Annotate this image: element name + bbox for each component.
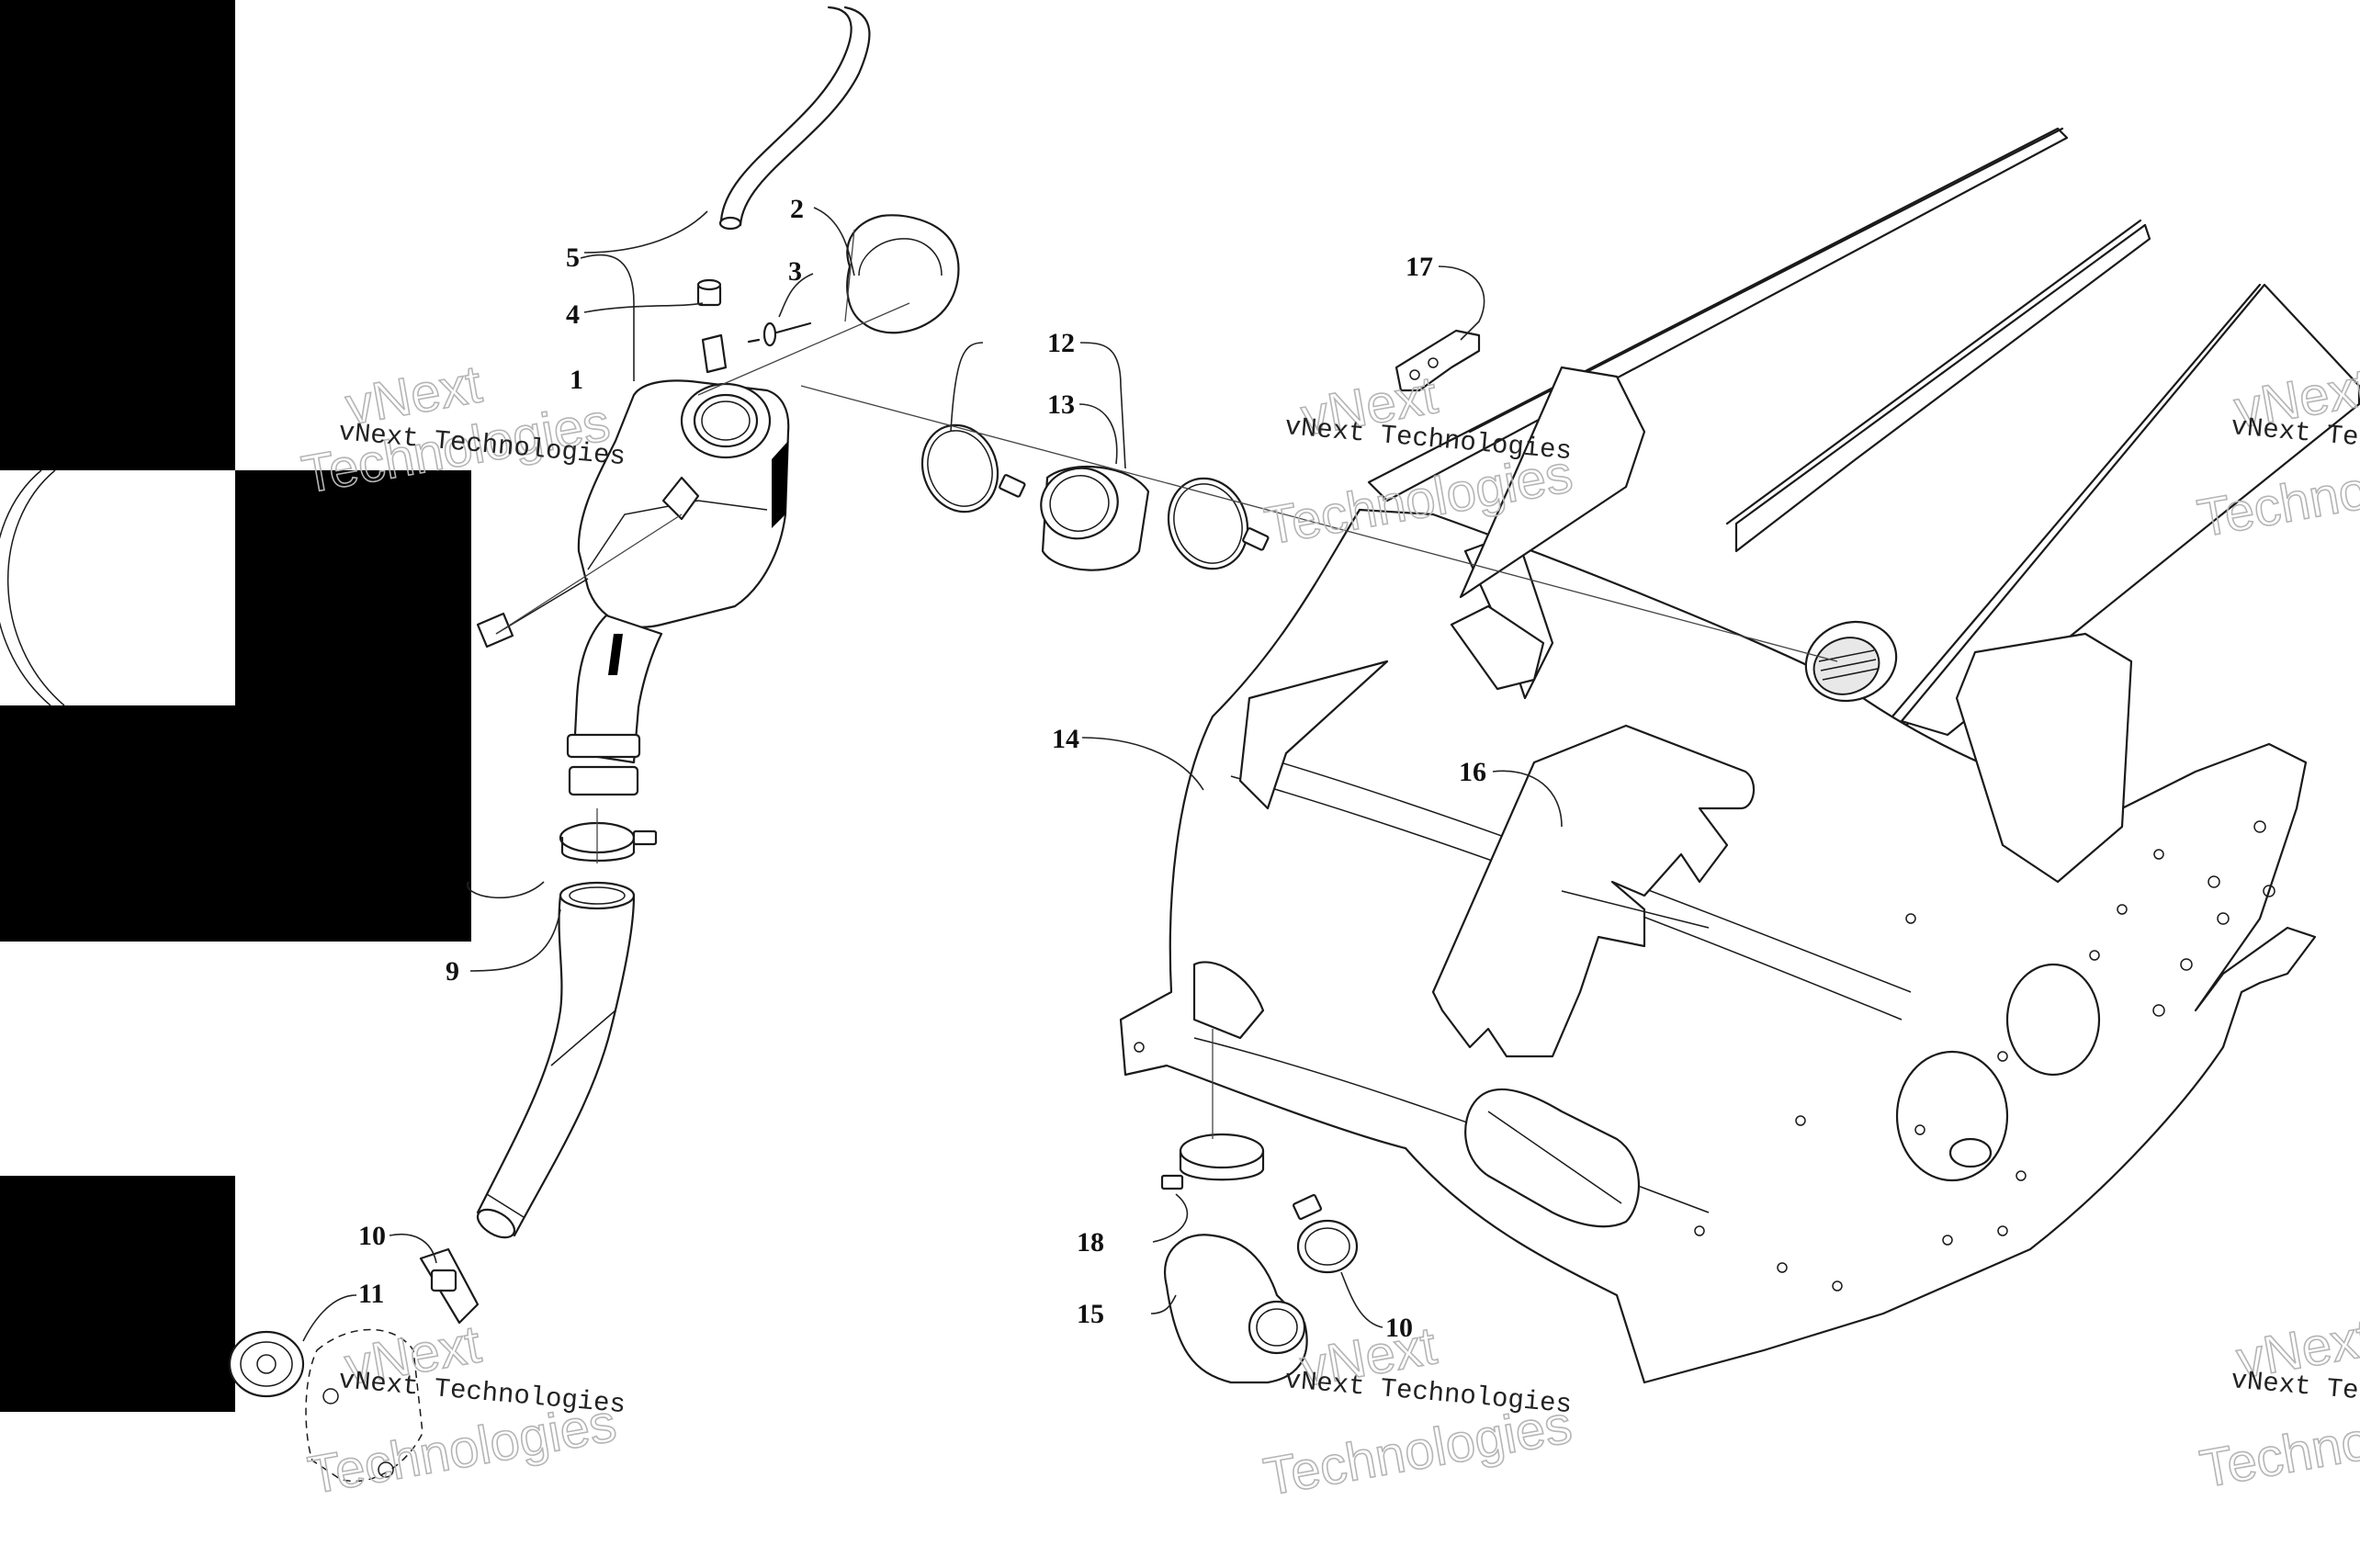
rivet [747, 321, 812, 347]
callout-11: 11 [358, 1279, 384, 1309]
callout-numbers: 1 2 3 4 5 9 10 11 12 13 14 15 16 17 18 1… [358, 194, 1486, 1343]
callout-13: 13 [1047, 389, 1075, 420]
callout-14: 14 [1052, 724, 1079, 754]
callout-10-right: 10 [1385, 1313, 1413, 1343]
elbow-hose [1164, 1234, 1308, 1384]
thermostat-housing [228, 1328, 423, 1483]
heat-shield [1431, 724, 1756, 1058]
callout-9: 9 [446, 956, 459, 987]
projection-lines [495, 229, 1838, 1139]
small-clamp-left [419, 1247, 480, 1325]
coolant-hose [476, 881, 636, 1239]
watermark-top-left: vNext Technologies [297, 354, 615, 506]
callout-18: 18 [1077, 1227, 1104, 1258]
watermark-text-bottom-right: vNext Technologies [2230, 1365, 2360, 1420]
redaction-blocks [0, 0, 471, 1412]
callout-4: 4 [566, 299, 580, 330]
leader-lines [302, 207, 1563, 1342]
hose-clamp-upper [559, 821, 658, 863]
bracket-17 [1395, 329, 1481, 392]
filler-cap [846, 214, 960, 334]
hose-clamp-18 [1160, 1133, 1265, 1190]
vent-hose [718, 6, 871, 231]
hose-clamps-12 [920, 423, 1270, 570]
chassis [1119, 127, 2360, 1384]
callout-16: 16 [1459, 757, 1486, 787]
coolant-tank [566, 333, 790, 796]
callout-15: 15 [1077, 1299, 1104, 1329]
callout-17: 17 [1406, 252, 1433, 282]
fitting [696, 278, 722, 307]
callout-2: 2 [790, 194, 804, 224]
tee-fitting [476, 578, 589, 649]
callout-10-left: 10 [358, 1221, 386, 1251]
small-clamp-right [1292, 1193, 1359, 1274]
callout-1: 1 [570, 365, 583, 395]
callout-12: 12 [1047, 328, 1075, 358]
coupler-sleeve [1040, 465, 1150, 571]
callout-5: 5 [566, 243, 580, 273]
callout-3: 3 [788, 256, 802, 287]
